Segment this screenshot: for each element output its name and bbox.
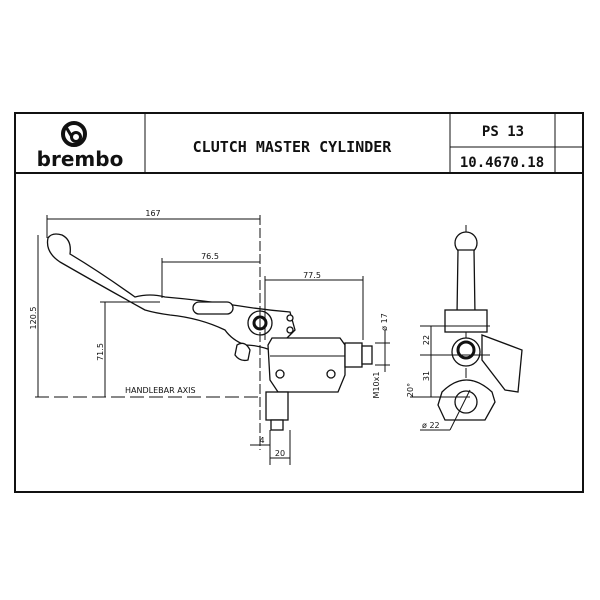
drawing-frame bbox=[14, 112, 584, 493]
dim-small-gap: 4 bbox=[259, 436, 264, 445]
dim-thread: M10x1 bbox=[372, 372, 381, 399]
dim-lever-height: 71.5 bbox=[96, 343, 105, 361]
dim-overall-length: 167 bbox=[145, 209, 160, 218]
handlebar-axis-label: HANDLEBAR AXIS bbox=[125, 386, 196, 395]
dim-cylinder-length: 77.5 bbox=[303, 271, 321, 280]
dim-bar-diameter: ø 22 bbox=[422, 421, 440, 430]
drawing-title: CLUTCH MASTER CYLINDER bbox=[193, 138, 393, 156]
dimension-lines bbox=[35, 215, 390, 465]
front-view bbox=[410, 225, 523, 431]
dim-lever-offset: 76.5 bbox=[201, 252, 219, 261]
part-number: 10.4670.18 bbox=[460, 155, 544, 171]
lever-side-view bbox=[46, 233, 373, 431]
dim-angle: 20° bbox=[406, 383, 415, 397]
brembo-logo: brembo bbox=[37, 121, 124, 171]
dim-fitting-diameter: ø 17 bbox=[380, 313, 389, 331]
svg-text:brembo: brembo bbox=[37, 147, 124, 171]
dim-side-22: 22 bbox=[422, 335, 431, 345]
dim-clamp-width: 20 bbox=[275, 449, 285, 458]
dim-overall-height: 120.5 bbox=[29, 307, 38, 330]
dim-side-31: 31 bbox=[422, 371, 431, 381]
model-code: PS 13 bbox=[482, 124, 524, 140]
